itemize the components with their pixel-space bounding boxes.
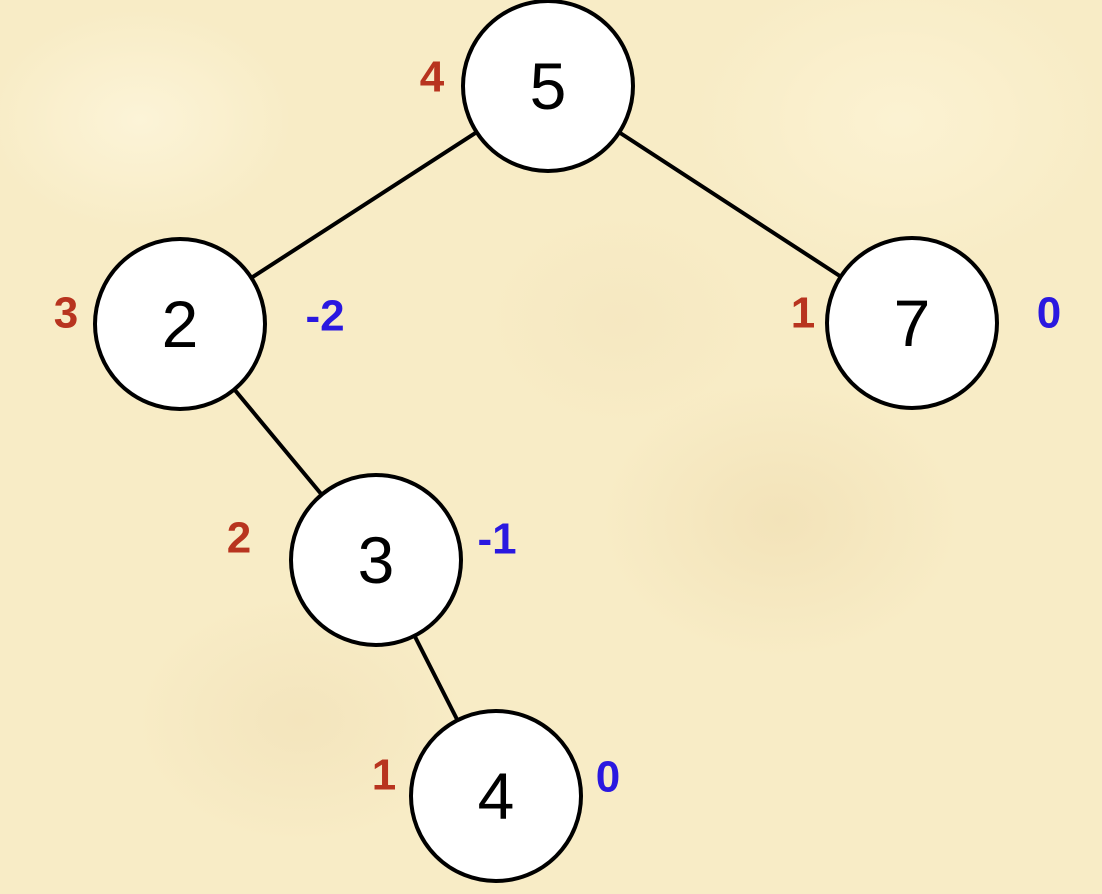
node-circle [461,0,635,173]
balance-factor-label: -2 [305,292,344,341]
balance-factor-label: 0 [596,753,620,802]
height-label: 1 [791,289,815,338]
height-label: 4 [420,53,445,102]
node-circle [289,473,463,647]
height-label: 1 [372,751,396,800]
node-circle [93,237,267,411]
edge-n3-n4 [412,633,460,723]
edge-n5-n2 [249,130,479,280]
node-key: 5 [530,49,567,123]
tree-node-3: 3 2 -1 [227,473,517,647]
balance-factor-label: 0 [1037,289,1061,338]
node-circle [409,709,583,883]
edge-n5-n7 [617,130,843,279]
balance-factor-label: -1 [477,515,516,564]
tree-edges [232,130,843,723]
node-key: 4 [478,759,515,833]
node-key: 7 [894,286,931,360]
tree-node-2: 2 3 -2 [54,237,345,411]
node-key: 3 [358,523,395,597]
node-key: 2 [162,287,199,361]
tree-node-5: 54 [420,0,635,173]
height-label: 2 [227,514,251,563]
height-label: 3 [54,289,78,338]
tree-node-4: 4 1 0 [372,709,620,883]
edge-n2-n3 [232,387,324,497]
node-circle [825,236,999,410]
tree-node-7: 7 1 0 [791,236,1061,410]
